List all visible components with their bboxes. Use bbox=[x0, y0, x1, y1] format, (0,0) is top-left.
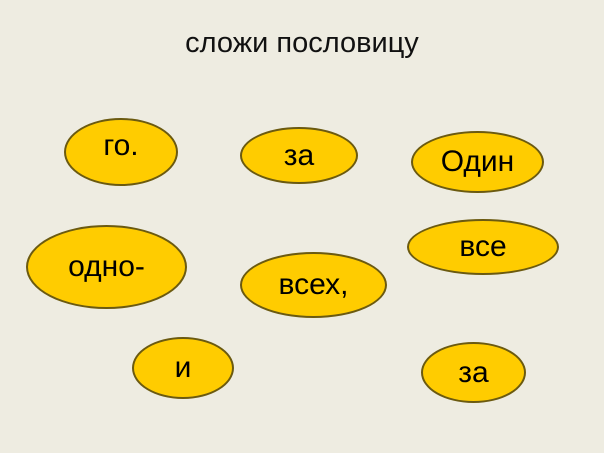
word-oval-i[interactable]: и bbox=[132, 337, 234, 399]
word-oval-odno[interactable]: одно- bbox=[26, 225, 187, 309]
page-title: сложи пословицу bbox=[185, 27, 419, 59]
word-label: го. bbox=[103, 129, 139, 162]
word-oval-vse[interactable]: все bbox=[407, 219, 559, 275]
word-oval-vsekh[interactable]: всех, bbox=[240, 252, 387, 318]
word-oval-za-1[interactable]: за bbox=[240, 127, 358, 184]
word-oval-go[interactable]: го. bbox=[64, 118, 178, 186]
word-label: одно- bbox=[68, 250, 145, 283]
word-label: всех, bbox=[278, 268, 349, 301]
word-oval-za-2[interactable]: за bbox=[421, 342, 526, 403]
word-label: за bbox=[283, 138, 315, 172]
word-label: Один bbox=[440, 145, 515, 178]
word-label: все bbox=[459, 230, 507, 263]
word-oval-odin[interactable]: Один bbox=[411, 131, 544, 193]
word-label: и bbox=[174, 351, 192, 384]
word-label: за bbox=[458, 355, 489, 389]
